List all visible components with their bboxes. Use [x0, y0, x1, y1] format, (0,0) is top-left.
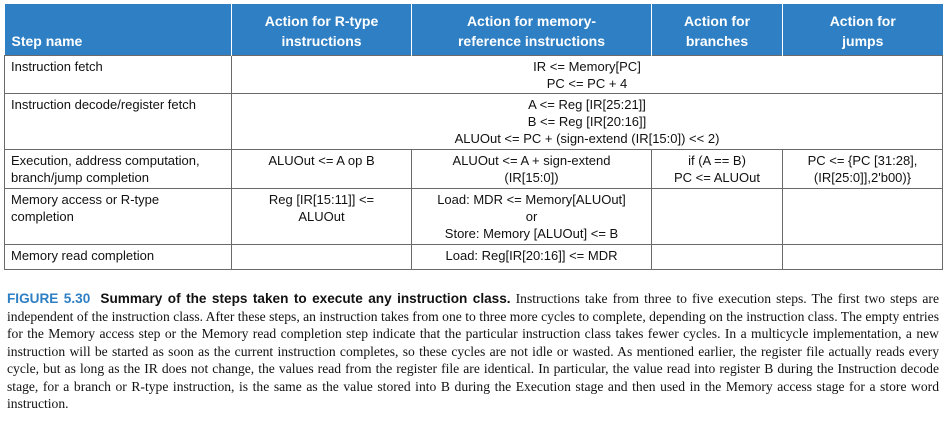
- memory-action-cell: Load: Reg[IR[20:16]] <= MDR: [411, 244, 652, 270]
- figure-label: FIGURE 5.30: [7, 291, 91, 306]
- figure-caption-body: Instructions take from three to five exe…: [7, 291, 939, 411]
- jump-action-cell: [782, 244, 943, 270]
- jump-action-cell: PC <= {PC [31:28], (IR[25:0]],2'b00)}: [782, 149, 943, 189]
- rtype-action-cell: [231, 244, 412, 270]
- all-classes-action-cell: IR <= Memory[PC] PC <= PC + 4: [231, 55, 943, 94]
- header-jumps: Action for jumps: [782, 4, 943, 56]
- step-name-cell: Memory read completion: [4, 244, 232, 270]
- all-classes-action-cell: A <= Reg [IR[25:21]] B <= Reg [IR[20:16]…: [231, 93, 943, 150]
- rtype-action-cell: Reg [IR[15:11]] <= ALUOut: [231, 188, 412, 245]
- branch-action-cell: if (A == B) PC <= ALUOut: [651, 149, 783, 189]
- step-name-cell: Execution, address computation, branch/j…: [4, 149, 232, 189]
- memory-action-cell: ALUOut <= A + sign-extend (IR[15:0]): [411, 149, 652, 189]
- header-branches: Action for branches: [651, 4, 783, 56]
- table-row-instruction-decode: Instruction decode/register fetch A <= R…: [4, 93, 943, 150]
- figure-title: Summary of the steps taken to execute an…: [100, 291, 511, 306]
- table-header-row: Step name Action for R-type instructions…: [4, 4, 943, 56]
- table-row-memory-read: Memory read completion Load: Reg[IR[20:1…: [4, 244, 943, 270]
- instruction-steps-table: Step name Action for R-type instructions…: [4, 4, 943, 270]
- figure-caption: FIGURE 5.30 Summary of the steps taken t…: [7, 290, 939, 413]
- memory-action-cell: Load: MDR <= Memory[ALUOut] or Store: Me…: [411, 188, 652, 245]
- table-row-execution: Execution, address computation, branch/j…: [4, 149, 943, 189]
- rtype-action-cell: ALUOut <= A op B: [231, 149, 412, 189]
- header-memory-reference: Action for memory- reference instruction…: [411, 4, 652, 56]
- header-rtype: Action for R-type instructions: [231, 4, 412, 56]
- branch-action-cell: [651, 244, 783, 270]
- step-name-cell: Memory access or R-type completion: [4, 188, 232, 245]
- table-row-instruction-fetch: Instruction fetch IR <= Memory[PC] PC <=…: [4, 55, 943, 94]
- table-row-memory-access: Memory access or R-type completion Reg […: [4, 188, 943, 245]
- header-step-name: Step name: [4, 4, 232, 56]
- step-name-cell: Instruction decode/register fetch: [4, 93, 232, 150]
- step-name-cell: Instruction fetch: [4, 55, 232, 94]
- branch-action-cell: [651, 188, 783, 245]
- jump-action-cell: [782, 188, 943, 245]
